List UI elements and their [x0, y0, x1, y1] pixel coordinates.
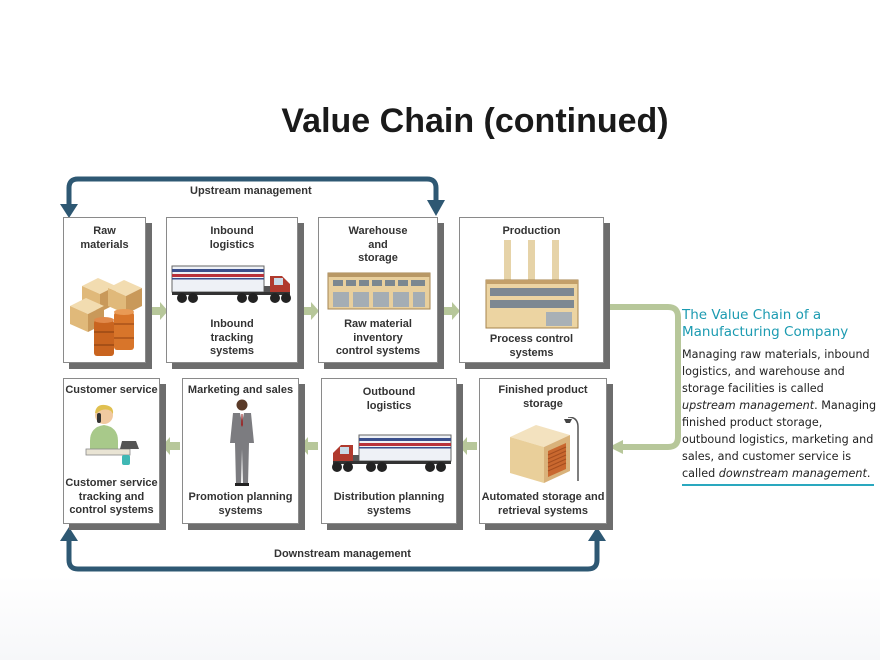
connector-production-finished: [604, 304, 681, 450]
connector-warehouse-production: [442, 302, 460, 320]
box-caption: Automated storage and retrieval systems: [481, 491, 605, 517]
box-title: Production: [502, 225, 561, 237]
truck-icon: [332, 434, 452, 472]
connector-outbound-marketing: [300, 437, 318, 455]
factory-icon: [485, 240, 579, 329]
sidebar-body-text: .: [866, 467, 871, 480]
box-caption: Raw material inventory control systems: [335, 318, 421, 357]
phone-operator-icon: [85, 404, 139, 465]
sidebar-divider: [682, 484, 874, 486]
businessman-icon: [230, 399, 254, 486]
warehouse-icon: [327, 272, 431, 310]
connector-finished-outbound: [459, 437, 477, 455]
connector-raw-inbound: [150, 302, 168, 320]
crates-and-barrels-icon: [70, 278, 142, 356]
box-finished-product-storage: Finished product storage Automated stora…: [479, 378, 607, 524]
box-inbound-logistics: Inbound logistics Inbound tracking syste…: [166, 217, 298, 363]
box-title: Marketing and sales: [187, 384, 294, 396]
box-caption: Promotion planning systems: [188, 491, 293, 517]
downstream-label: Downstream management: [274, 548, 411, 560]
sidebar-term-upstream: upstream management: [682, 399, 815, 412]
upstream-arrowhead-right: [427, 200, 445, 216]
box-raw-materials: Raw materials: [63, 217, 146, 363]
storage-unit-icon: [510, 417, 579, 483]
box-customer-service: Customer service Customer service tracki…: [63, 378, 160, 524]
sidebar-heading: The Value Chain of a Manufacturing Compa…: [682, 307, 849, 340]
connector-marketing-customer: [162, 437, 180, 455]
box-title: Finished product storage: [498, 384, 588, 410]
box-title: Warehouse and storage: [348, 225, 408, 264]
upstream-arrowhead-left: [60, 204, 78, 218]
sidebar-term-downstream: downstream management: [718, 467, 867, 480]
box-marketing-sales: Marketing and sales Promotion planning s…: [182, 378, 299, 524]
box-title: Inbound logistics: [209, 225, 255, 251]
downstream-arrow: [66, 540, 600, 572]
sidebar-body-text: Managing raw materials, inbound logistic…: [682, 348, 870, 395]
sidebar-body-text: . Managing finished product storage, out…: [682, 399, 877, 480]
downstream-arrowhead-right: [588, 527, 606, 541]
slide-title: Value Chain (continued): [281, 102, 669, 140]
connector-inbound-warehouse: [301, 302, 319, 320]
box-caption: Inbound tracking systems: [209, 318, 255, 357]
background-fade: [0, 575, 880, 660]
truck-icon: [171, 265, 291, 303]
connector-production-finished-head: [609, 440, 623, 454]
box-title: Raw materials: [80, 225, 129, 251]
box-title: Customer service: [65, 384, 158, 396]
box-warehouse-storage: Warehouse and storage Raw material inven…: [318, 217, 438, 363]
downstream-arrowhead-left: [60, 527, 78, 541]
upstream-arrow: [66, 176, 439, 212]
box-production: Production Process control systems: [459, 217, 604, 363]
box-title: Outbound logistics: [362, 386, 416, 412]
upstream-label: Upstream management: [190, 185, 312, 197]
sidebar-body: Managing raw materials, inbound logistic…: [682, 346, 878, 482]
box-outbound-logistics: Outbound logistics Distribution planning…: [321, 378, 457, 524]
box-caption: Distribution planning systems: [333, 491, 445, 517]
box-caption: Customer service tracking and control sy…: [65, 477, 158, 516]
box-caption: Process control systems: [489, 333, 574, 359]
